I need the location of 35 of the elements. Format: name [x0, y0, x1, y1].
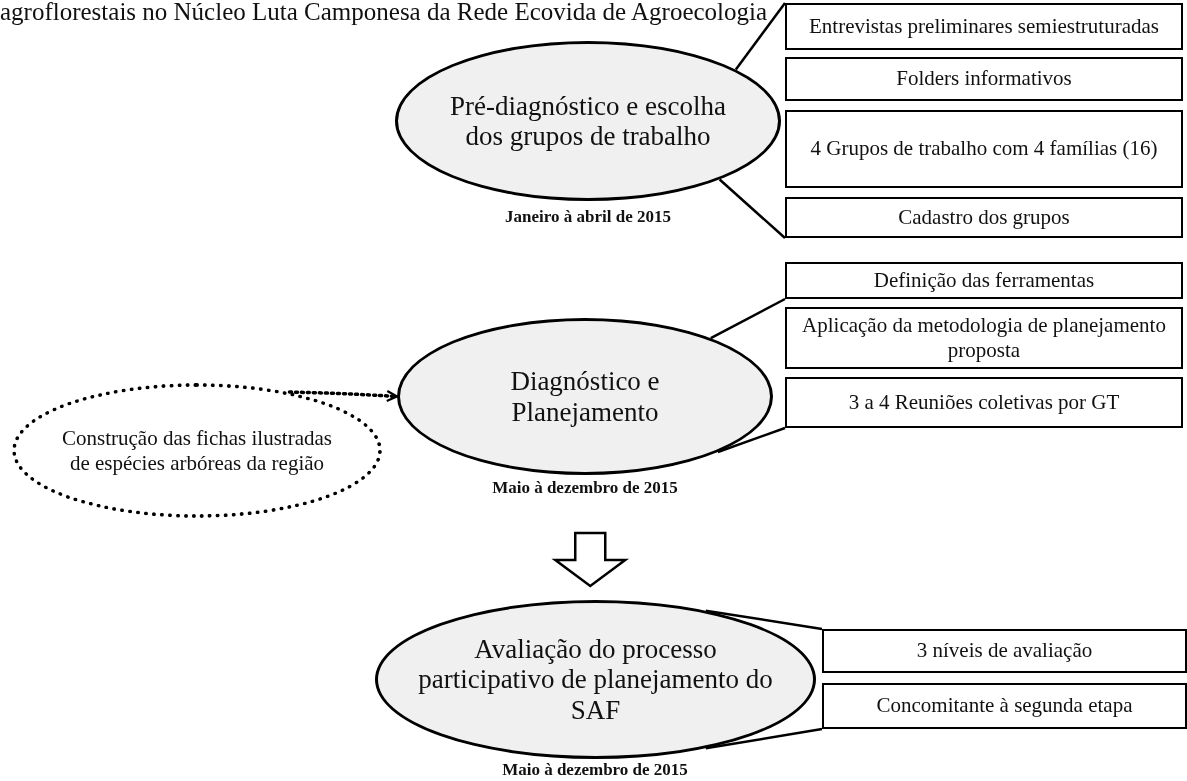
connector-line	[705, 609, 823, 631]
connector-line	[705, 727, 823, 750]
block-arrow	[551, 531, 630, 588]
activity-box	[785, 197, 1183, 238]
node-text: Definição das ferramentas	[873, 267, 1095, 294]
node-text: Construção das fichas ilustradas de espécies arbóreas da região	[61, 426, 333, 475]
date-range: Maio à dezembro de 2015	[502, 760, 688, 780]
date-range: Maio à dezembro de 2015	[492, 478, 678, 498]
node-text: Aplicação da metodologia de planejamento proposta	[801, 312, 1167, 364]
activity-box	[785, 377, 1183, 428]
activity-box	[785, 110, 1183, 188]
node-text: Concomitante à segunda etapa	[876, 693, 1133, 719]
node-text: Diagnóstico e Planejamento	[509, 366, 661, 427]
node-text: Entrevistas preliminares semiestruturadas	[809, 13, 1159, 40]
node-text: 3 a 4 Reuniões coletivas por GT	[848, 389, 1120, 416]
node-text: Pré-diagnóstico e escolha dos grupos de trabalho	[449, 90, 727, 152]
activity-box	[785, 3, 1183, 50]
activity-box	[785, 57, 1183, 101]
activity-box	[822, 629, 1187, 673]
connector-line	[734, 2, 786, 71]
activity-box	[822, 683, 1187, 729]
connector-line	[718, 178, 786, 239]
connector-line	[717, 426, 786, 454]
node-text: Folders informativos	[896, 66, 1072, 92]
arrow	[287, 389, 399, 402]
date-range: Janeiro à abril de 2015	[505, 207, 671, 227]
activity-box	[785, 262, 1183, 299]
node-text: Avaliação do processo participativo de planejamento do SAF	[418, 634, 773, 725]
activity-box	[785, 307, 1183, 369]
connector-line	[710, 297, 786, 340]
dotted-ellipse	[12, 383, 382, 518]
node-text: Cadastro dos grupos	[898, 204, 1070, 231]
node-text: 4 Grupos de trabalho com 4 famílias (16)	[810, 136, 1158, 162]
title: agroflorestais no Núcleo Luta Camponesa da Rede Ecovida de Agroecologia	[0, 0, 768, 26]
node-text: 3 níveis de avaliação	[916, 638, 1093, 664]
